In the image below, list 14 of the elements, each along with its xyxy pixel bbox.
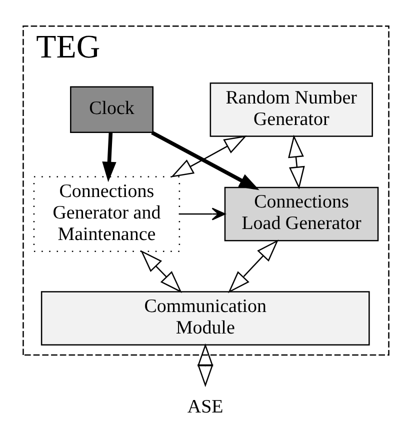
- arrow: [140, 250, 182, 293]
- arrow: [288, 134, 305, 190]
- arrow: [151, 130, 260, 190]
- arrow: [197, 343, 214, 388]
- arrow: [102, 132, 116, 182]
- arrow: [170, 135, 247, 178]
- node-box: Communication Module: [40, 291, 370, 346]
- node-box: Connections Generator and Maintenance: [33, 176, 180, 252]
- node-text: ASE: [187, 396, 224, 418]
- node-box: Connections Load Generator: [224, 186, 379, 242]
- arrow: [228, 240, 279, 294]
- arrow: [180, 208, 226, 220]
- node-box: Random Number Generator: [210, 82, 373, 137]
- node-box: Clock: [70, 86, 154, 134]
